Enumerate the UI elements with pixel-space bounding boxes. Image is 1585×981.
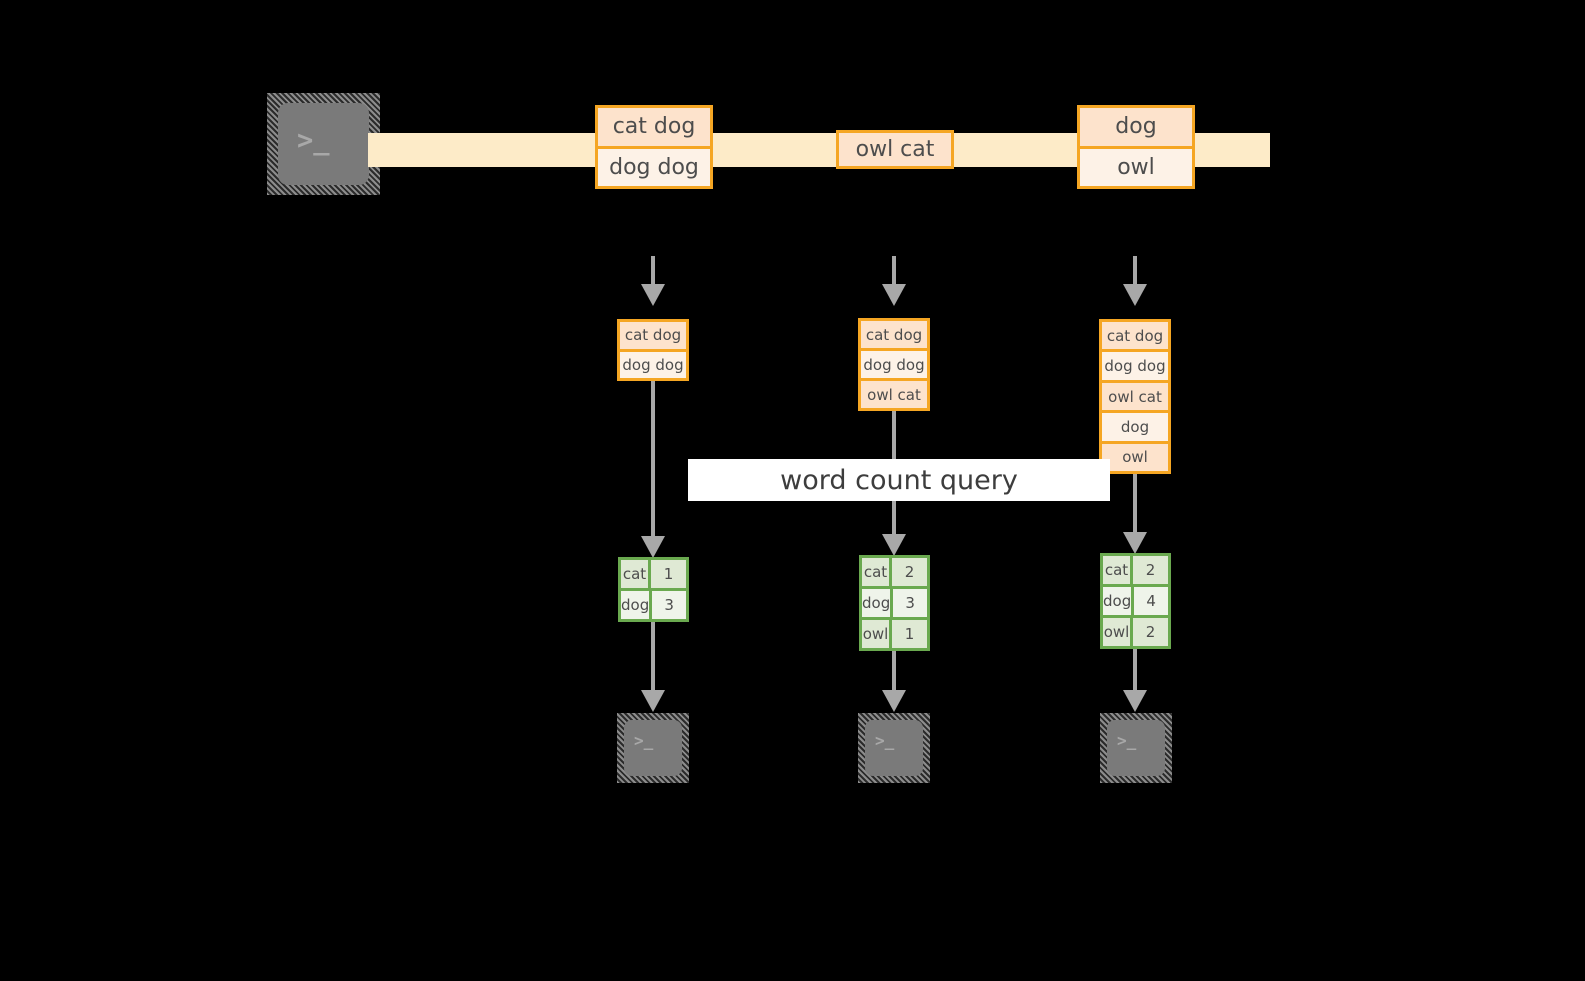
snapshot-input-line: cat dog	[861, 321, 927, 348]
terminal-screen	[278, 103, 369, 185]
query-connector-arrow-1	[641, 536, 665, 558]
result-count-cell: 2	[889, 558, 927, 586]
result-table-1: cat 1 dog 3	[618, 557, 689, 622]
terminal-screen	[1107, 720, 1165, 776]
result-row: owl 2	[1103, 615, 1168, 646]
snapshot-input-line: owl cat	[1102, 379, 1168, 411]
result-count-cell: 1	[648, 560, 686, 588]
result-count-cell: 3	[649, 591, 686, 619]
terminal-prompt-glyph: >_	[1117, 731, 1137, 750]
snapshot-input-2: cat dog dog dog owl cat	[858, 318, 930, 411]
query-label: word count query	[688, 459, 1110, 501]
stream-event-3: dog owl	[1077, 105, 1195, 189]
query-connector-arrow-2	[882, 534, 906, 556]
snapshot-input-line: dog	[1102, 410, 1168, 441]
event-stream-arrow-right-icon	[1268, 120, 1308, 180]
result-row: cat 1	[621, 560, 686, 588]
snapshot-input-3: cat dog dog dog owl cat dog owl	[1099, 319, 1171, 474]
stream-event-line: dog dog	[598, 145, 710, 186]
snapshot-input-1: cat dog dog dog	[617, 319, 689, 381]
result-word-cell: dog	[1103, 587, 1132, 615]
stream-event-line: dog	[1080, 108, 1192, 146]
result-word-cell: dog	[621, 591, 650, 619]
sink-terminal-icon-2: >_	[858, 713, 930, 783]
query-connector-1	[651, 381, 655, 536]
result-count-cell: 3	[890, 589, 927, 617]
terminal-prompt-glyph: >_	[634, 731, 654, 750]
sink-connector-arrow-1	[641, 690, 665, 712]
snapshot-input-line: dog dog	[620, 348, 686, 378]
terminal-prompt-glyph: >_	[875, 731, 895, 750]
stream-event-line: owl cat	[839, 133, 951, 166]
sink-terminal-icon-1: >_	[617, 713, 689, 783]
result-count-cell: 1	[889, 620, 927, 648]
result-count-cell: 4	[1131, 587, 1168, 615]
result-row: dog 3	[621, 588, 686, 619]
terminal-screen	[624, 720, 682, 776]
sink-connector-arrow-2	[882, 690, 906, 712]
result-table-2: cat 2 dog 3 owl 1	[859, 555, 930, 651]
snapshot-input-line: dog dog	[1102, 349, 1168, 380]
stream-event-1: cat dog dog dog	[595, 105, 713, 189]
snapshot-tick-2	[892, 256, 896, 284]
query-connector-arrow-3	[1123, 532, 1147, 554]
snapshot-input-line: cat dog	[1102, 322, 1168, 350]
sink-connector-3	[1133, 649, 1137, 690]
snapshot-tick-arrow-1	[641, 284, 665, 306]
snapshot-input-line: owl	[1102, 440, 1168, 472]
sink-connector-1	[651, 622, 655, 690]
result-word-cell: owl	[1103, 618, 1131, 646]
result-row: dog 4	[1103, 584, 1168, 615]
snapshot-tick-arrow-3	[1123, 284, 1147, 306]
stream-event-line: owl	[1080, 145, 1192, 186]
stream-event-2: owl cat	[836, 130, 954, 169]
terminal-prompt-glyph: >_	[297, 125, 330, 156]
sink-connector-2	[892, 651, 896, 690]
snapshot-input-line: cat dog	[620, 322, 686, 349]
snapshot-tick-1	[651, 256, 655, 284]
result-table-3: cat 2 dog 4 owl 2	[1100, 553, 1171, 649]
query-connector-3	[1133, 474, 1137, 532]
sink-connector-arrow-3	[1123, 690, 1147, 712]
snapshot-input-line: owl cat	[861, 378, 927, 408]
result-row: owl 1	[862, 617, 927, 648]
terminal-screen	[865, 720, 923, 776]
source-terminal-icon: >_	[267, 93, 380, 195]
result-word-cell: cat	[1103, 556, 1131, 584]
snapshot-tick-arrow-2	[882, 284, 906, 306]
result-word-cell: cat	[621, 560, 649, 588]
result-row: cat 2	[862, 558, 927, 586]
result-word-cell: owl	[862, 620, 890, 648]
snapshot-tick-3	[1133, 256, 1137, 284]
stream-event-line: cat dog	[598, 108, 710, 146]
snapshot-input-line: dog dog	[861, 348, 927, 378]
result-row: dog 3	[862, 586, 927, 617]
result-word-cell: dog	[862, 589, 891, 617]
result-count-cell: 2	[1130, 556, 1168, 584]
result-row: cat 2	[1103, 556, 1168, 584]
sink-terminal-icon-3: >_	[1100, 713, 1172, 783]
result-word-cell: cat	[862, 558, 890, 586]
result-count-cell: 2	[1130, 618, 1168, 646]
